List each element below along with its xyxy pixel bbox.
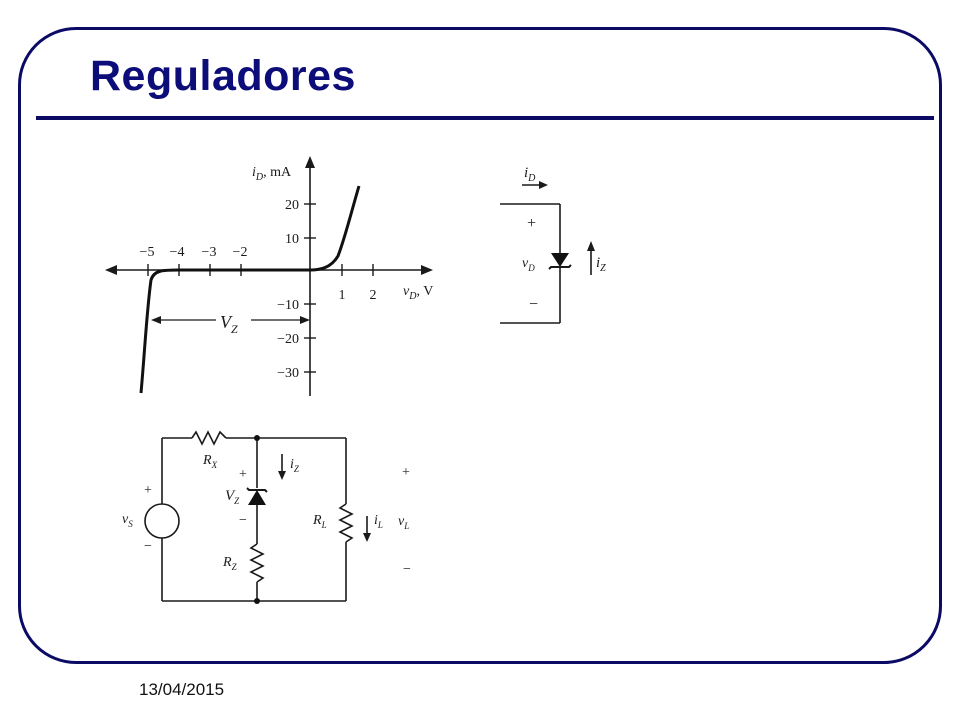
vz-label: VZ [220,312,238,336]
vl-label: vL [398,514,409,531]
plus-sign: + [527,215,536,232]
x-axis-arrow-left [105,265,117,275]
vz-minus-sign: − [239,513,247,528]
zener-triangle [551,253,569,267]
vl-plus-sign: + [402,465,410,480]
x-axis-label: vD, V [403,284,433,302]
iD-label: iD [524,165,536,184]
zener-triangle [248,490,266,505]
x-tick-label: −4 [170,245,185,260]
rl-label: RL [312,513,327,530]
y-tick-label: −20 [277,332,299,347]
rz-label: RZ [222,555,238,572]
y-axis-label: iD, mA [252,165,292,183]
vD-label: vD [522,256,535,273]
x-tick-label: −5 [140,245,155,260]
slide-frame [18,27,942,664]
zener-iv-plot: −5 −4 −3 −2 1 2 20 10 −10 −20 −30 iD, mA… [95,148,455,398]
x-axis-arrow-right [421,265,433,275]
vl-minus-sign: − [403,562,411,577]
minus-sign: − [529,296,538,313]
iv-curve [139,185,361,394]
source-minus-sign: − [144,539,152,554]
x-tick-label: 1 [339,288,346,303]
rx-label: RX [202,453,218,470]
iL-arrow [363,533,371,542]
zener-diode-symbol: iD + vD − iZ [490,155,630,335]
x-tick-label: −3 [202,245,217,260]
iZ-label: iZ [596,255,606,274]
vz-label: VZ [225,488,240,506]
il-label: iL [374,513,383,530]
vs-label: vS [122,512,133,529]
y-tick-label: −10 [277,298,299,313]
title-divider [36,116,934,120]
x-tick-label: −2 [233,245,248,260]
iZ-arrow [587,241,595,251]
rl-resistor [338,503,354,543]
vz-plus-sign: + [239,467,247,482]
y-tick-label: 20 [285,198,299,213]
slide-date: 13/04/2015 [139,680,225,699]
iD-arrow [539,181,548,189]
junction-dot [254,598,260,604]
slide-title: Reguladores [90,52,356,100]
y-axis-arrow [305,156,315,168]
y-tick-label: −30 [277,366,299,381]
rx-resistor [191,430,227,446]
zener-regulator-circuit: RX iZ + VZ − RZ + vS − RL iL + vL − [117,426,427,616]
x-tick-label: 2 [370,288,377,303]
source-plus-sign: + [144,483,152,498]
iz-label: iZ [290,457,300,474]
iZ-arrow [278,471,286,480]
rz-resistor [249,543,265,583]
junction-dot [254,435,260,441]
voltage-source [144,503,180,539]
y-tick-label: 10 [285,232,299,247]
